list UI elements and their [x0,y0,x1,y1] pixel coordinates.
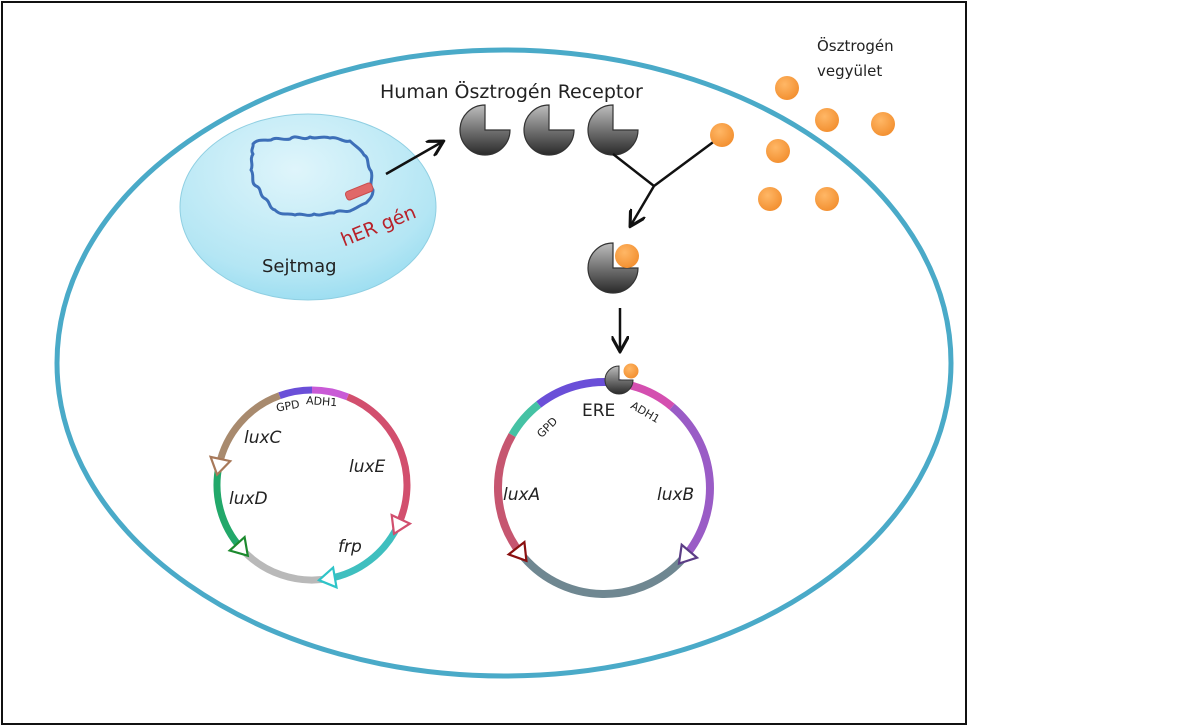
plasmid2-adh1-label: ADH1 [628,399,662,426]
gene-direction-arrow-icon [506,540,528,563]
nucleus-body [179,113,437,301]
binding-line-ligand [653,138,717,188]
gene-direction-arrow-icon [208,455,233,477]
gene-direction-arrow-icon [227,534,250,558]
plasmid2-luxb-label: luxB [657,485,694,505]
arrow-to-complex [631,185,656,225]
ligand-icon [815,108,839,132]
nucleus: hER gén Sejtmag [179,113,437,301]
receptor-icon [523,104,575,156]
plasmid-segment-luxc [215,392,281,466]
ere-label: ERE [582,401,615,421]
receptor-icon [604,365,634,395]
receptor-title: Human Ösztrogén Receptor [380,80,643,103]
ligand-icon [710,123,734,147]
compound-label-line1: Ösztrogén [817,36,894,55]
receptor-icon [587,242,639,294]
gene-direction-arrow-icon [316,565,338,590]
bound-complex-on-ere [604,363,639,395]
plasmid1-frp-label: frp [338,537,362,557]
nucleus-label: Sejtmag [262,256,337,277]
plasmid-segment-gpd [508,401,542,438]
her-gene-bar [344,182,374,201]
plasmid-segment-luxa [494,433,524,556]
plasmid-segment-luxb [669,403,714,559]
plasmid-segment-luxe [346,393,411,527]
receptor-icon [459,104,511,156]
ligand-icon [758,187,782,211]
plasmid-reporter [208,386,413,590]
ligand-icon [615,244,639,268]
receptor-group [459,104,639,156]
ligand-group [710,76,895,211]
plasmid-segment-spacer [238,546,330,584]
plasmid-segment-adh1 [311,386,349,401]
plasmid1-luxd-label: luxD [229,489,268,509]
receptor-icon [587,104,639,156]
gene-direction-arrow-icon [677,542,700,566]
ligand-icon [623,363,639,379]
cell-membrane [54,47,954,679]
plasmid1-luxe-label: luxE [349,457,386,477]
plasmid2-gpd-label: GPD [534,415,560,441]
plasmid1-luxc-label: luxC [244,428,282,448]
plasmid1-gpd-label: GPD [275,398,301,415]
ligand-icon [871,112,895,136]
binding-line-receptor [612,153,655,187]
dna-strand [249,135,375,217]
plasmid-segment-gpd [278,386,313,400]
ligand-icon [775,76,799,100]
plasmid1-adh1-label: ADH1 [306,394,338,409]
plasmid-segment-backbone [517,550,689,598]
ligand-icon [815,187,839,211]
gene-direction-arrow-icon [390,513,413,536]
receptor-ligand-complex [587,242,639,294]
arrow-gene-to-receptor [385,142,442,176]
plasmid2-luxa-label: luxA [503,485,540,505]
compound-label-line2: vegyület [817,62,882,80]
ligand-icon [766,139,790,163]
